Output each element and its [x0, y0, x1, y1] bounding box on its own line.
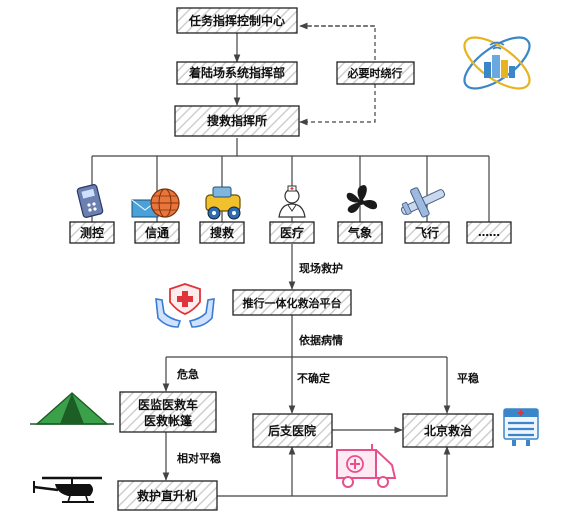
unit-box-more: ……	[466, 221, 512, 244]
monitor-line1: 医监医救车	[138, 397, 198, 412]
airplane-icon	[400, 187, 446, 218]
ambulance-icon	[336, 444, 397, 488]
helicopter-icon	[33, 476, 102, 503]
unit-label: 信通	[145, 225, 169, 240]
unit-label: 测控	[80, 225, 104, 240]
backup-hospital-box: 后支医院	[252, 413, 333, 448]
unit-box-flight: 飞行	[404, 221, 450, 244]
uncertain-label: 不确定	[297, 371, 330, 385]
monitor-box: 医监医救车 医救帐篷	[119, 391, 217, 433]
backup-hospital-label: 后支医院	[268, 423, 316, 438]
basis-label: 依据病情	[299, 333, 343, 347]
unit-label: 飞行	[415, 225, 439, 240]
critical-label: 危急	[176, 367, 199, 381]
helicopter-label: 救护直升机	[137, 488, 197, 503]
unit-label: 气象	[347, 225, 372, 240]
stable-label: 平稳	[457, 371, 479, 385]
atom-city-icon	[463, 36, 531, 90]
helicopter-box: 救护直升机	[117, 480, 218, 511]
globe-mail-icon	[131, 188, 180, 218]
task-center-box: 任务指挥控制中心	[176, 7, 298, 34]
landing-dept-label: 着陆场系统指挥部	[188, 65, 285, 80]
search-rescue-label: 搜救指挥所	[207, 113, 267, 128]
unit-box-rescue: 搜救	[199, 221, 245, 244]
unit-label: 搜救	[210, 225, 234, 240]
landing-dept-box: 着陆场系统指挥部	[176, 61, 298, 85]
bypass-note-box: 必要时绕行	[336, 61, 415, 85]
hands-medical-icon	[155, 283, 215, 328]
connectors	[91, 22, 490, 497]
rescue-vehicle-icon	[205, 186, 241, 220]
beijing-label: 北京救治	[424, 423, 472, 438]
remote-control-icon	[76, 184, 104, 218]
monitor-line2: 医救帐篷	[144, 413, 193, 428]
unit-label: 医疗	[280, 225, 304, 240]
tent-icon	[30, 392, 114, 425]
fan-icon	[346, 185, 378, 213]
onsite-label: 现场救护	[299, 261, 343, 275]
medical-sign-icon	[503, 408, 539, 446]
unit-box-comm: 信通	[134, 221, 180, 244]
relatively-stable-label: 相对平稳	[177, 451, 221, 465]
unit-box-weather: 气象	[337, 221, 383, 244]
unit-box-measure: 测控	[69, 221, 115, 244]
platform-box: 推行一体化救治平台	[232, 289, 352, 316]
unit-label: ……	[478, 226, 500, 239]
task-center-label: 任务指挥控制中心	[188, 13, 285, 28]
beijing-box: 北京救治	[402, 413, 494, 448]
bypass-note-label: 必要时绕行	[347, 66, 403, 80]
medical-staff-icon	[278, 185, 306, 218]
search-rescue-box: 搜救指挥所	[174, 105, 300, 137]
unit-box-medical: 医疗	[269, 221, 315, 244]
platform-label: 推行一体化救治平台	[243, 296, 342, 310]
